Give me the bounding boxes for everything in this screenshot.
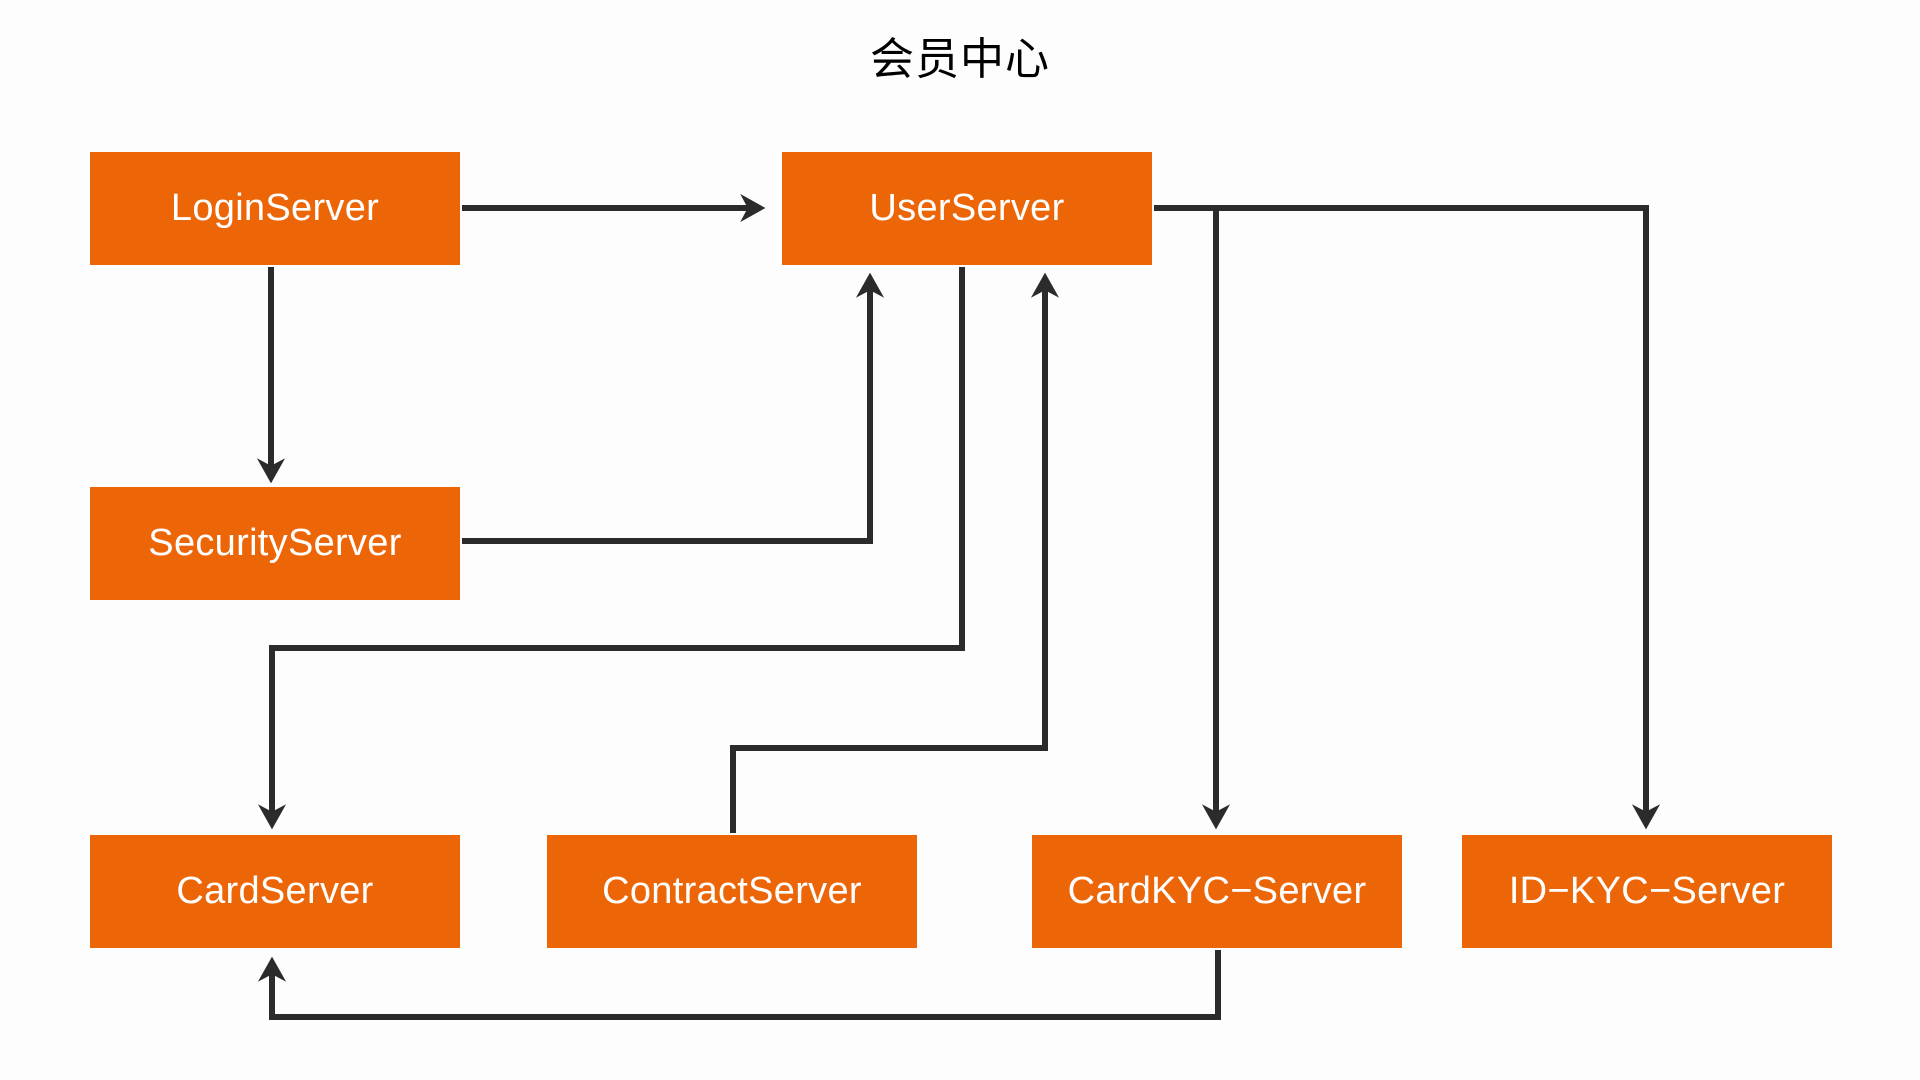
edge-cardkyc-to-card bbox=[257, 950, 1221, 1020]
node-idkyc[interactable]: ID−KYC−Server bbox=[1462, 835, 1832, 948]
node-login[interactable]: LoginServer bbox=[90, 152, 460, 265]
node-user[interactable]: UserServer bbox=[782, 152, 1152, 265]
edge-user-to-idkyc bbox=[1154, 205, 1661, 830]
node-contract[interactable]: ContractServer bbox=[547, 835, 917, 948]
page-title: 会员中心 bbox=[870, 34, 1050, 85]
edge-contract-to-user bbox=[730, 272, 1060, 833]
edge-security-to-user bbox=[462, 272, 885, 544]
node-cardkyc[interactable]: CardKYC−Server bbox=[1032, 835, 1402, 948]
node-security[interactable]: SecurityServer bbox=[90, 487, 460, 600]
edges-group bbox=[256, 193, 1661, 1020]
node-card[interactable]: CardServer bbox=[90, 835, 460, 948]
